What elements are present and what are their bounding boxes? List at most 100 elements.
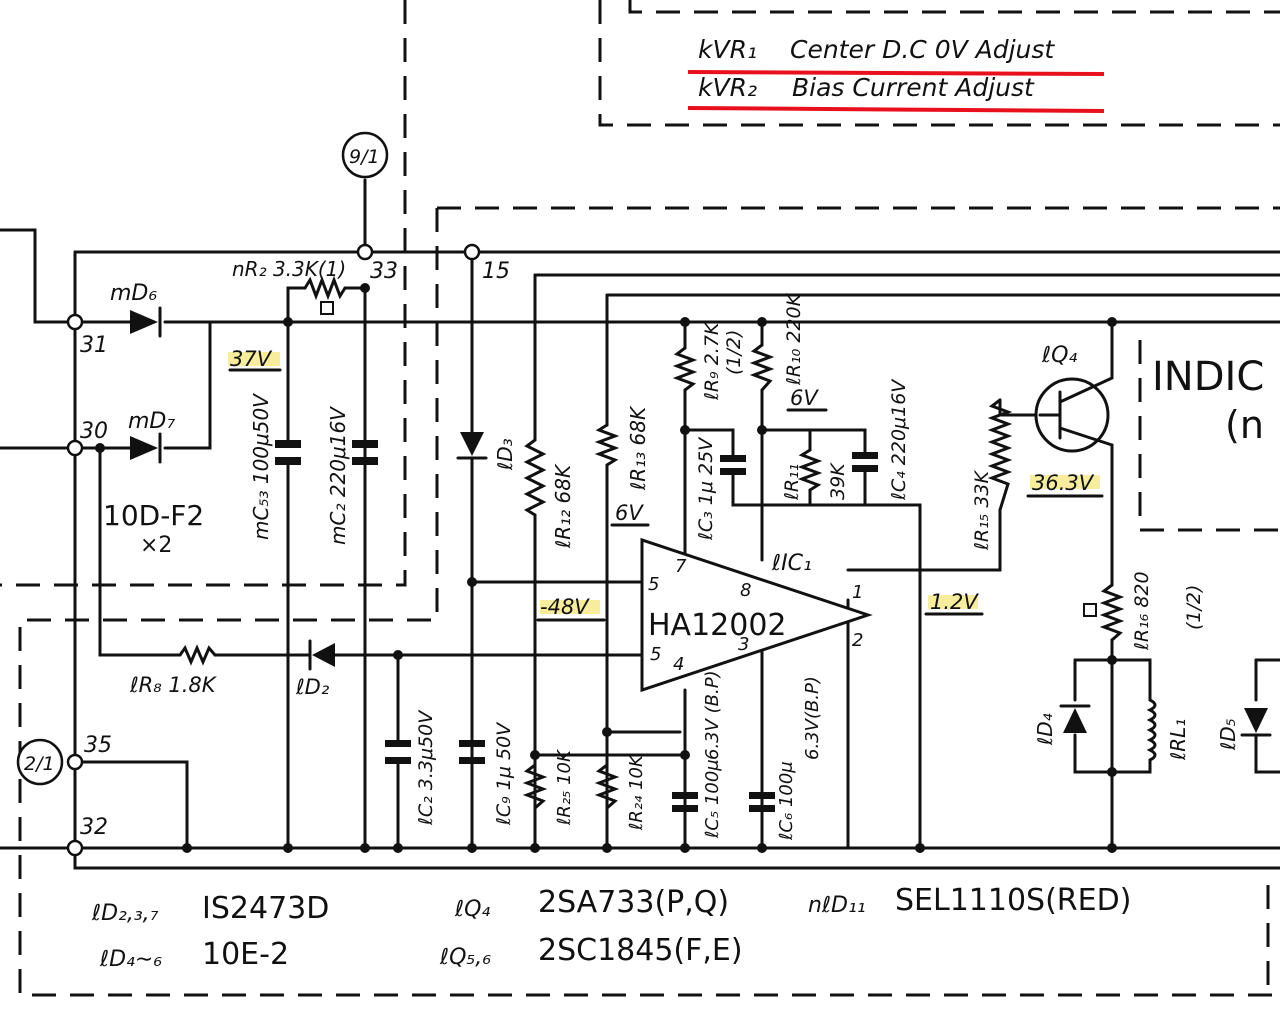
ic-pin-5a: 5 <box>648 574 659 595</box>
lr13-label: ℓR₁₃ 68K <box>626 405 650 491</box>
resistor-nr2 <box>303 275 347 301</box>
vm48-label: -48V <box>540 595 590 619</box>
ld2-label: ℓD₂ <box>295 675 330 699</box>
lc5-label: ℓC₅ 100μ <box>702 759 723 839</box>
parts-list: ℓD₂,₃,₇ IS2473D ℓD₄∼₆ 10E-2 ℓQ₄ 2SA733(P… <box>91 883 1131 972</box>
ic-pin-4: 4 <box>673 654 684 675</box>
lc6-rating: 6.3V(B.P) <box>802 676 823 760</box>
lc9-label: ℓC₉ 1μ 50V <box>493 721 515 826</box>
kvr2-ref: kVR₂ <box>698 73 757 102</box>
kvr1-ref: kVR₁ <box>698 35 757 64</box>
terminal-15 <box>463 243 481 261</box>
ic-name: HA12002 <box>648 608 787 643</box>
capacitor-lc6 <box>749 792 775 812</box>
indicator-title: INDIC <box>1152 354 1264 400</box>
parts-val-d237: IS2473D <box>202 891 329 926</box>
ic-pin-3: 3 <box>738 634 749 655</box>
indicator-sub: (n <box>1225 403 1264 447</box>
parts-ref-ld11: nℓD₁₁ <box>808 893 866 918</box>
ic-hA12002-symbol <box>640 537 873 693</box>
v6-top-label: 6V <box>790 386 819 410</box>
lc2-label: ℓC₂ 3.3μ50V <box>415 709 437 826</box>
ic-pin-8: 8 <box>740 580 751 601</box>
terminals: 31 30 33 15 35 32 9/1 2/1 <box>16 131 510 857</box>
diode-type-label: 10D-F2 <box>103 499 204 532</box>
mc53-label: mC₅₃ 100μ50V <box>249 393 273 540</box>
diode-ld2 <box>308 639 335 671</box>
v6-ic-label: 6V <box>615 501 644 525</box>
lc3-label: ℓC₃ 1μ 25V <box>695 436 717 541</box>
terminal-31 <box>66 313 84 331</box>
lc4-label: ℓC₄ 220μ16V <box>888 378 910 501</box>
parts-val-q4: 2SA733(P,Q) <box>538 885 729 920</box>
lr9-watt: (1/2) <box>723 330 745 375</box>
lr16-label: ℓR₁₆ 820 <box>1131 571 1153 651</box>
parts-val-ld11: SEL1110S(RED) <box>895 883 1131 918</box>
v363-tag <box>1030 475 1100 489</box>
v12-tag <box>928 595 978 609</box>
adjust-mark-nr2 <box>320 301 334 315</box>
ld5-label: ℓD₅ <box>1216 718 1240 751</box>
resistor-lr25 <box>522 763 548 810</box>
terminal-30-label: 30 <box>80 419 108 444</box>
capacitor-mc2 <box>352 440 378 465</box>
diode-ld5 <box>1240 708 1272 737</box>
lr9-label: ℓR₉ 2.7K <box>701 321 723 401</box>
nr2-label: nR₂ 3.3K(1) <box>232 257 346 281</box>
resistor-lr24 <box>594 763 620 810</box>
capacitor-lc3 <box>720 455 746 475</box>
terminal-35 <box>66 753 84 771</box>
resistor-lr10 <box>749 343 775 392</box>
ic-pin-5b: 5 <box>650 644 661 665</box>
terminal-32 <box>66 839 84 857</box>
lr11-value: 39K <box>827 462 849 500</box>
v12-label: 1.2V <box>930 590 979 614</box>
lr15-label: ℓR₁₅ 33K <box>971 470 993 552</box>
ic-pin-7: 7 <box>675 556 687 577</box>
v37-tag <box>228 352 280 366</box>
wiring <box>0 178 1280 870</box>
lc5-rating: 6.3V (B.P) <box>702 670 723 760</box>
junctions <box>95 283 1117 853</box>
parts-ref-q56: ℓQ₅,₆ <box>439 945 491 970</box>
lr25-label: ℓR₂₅ 10K <box>554 749 575 826</box>
parts-val-q56: 2SC1845(F,E) <box>538 933 743 968</box>
connector-2-1 <box>16 738 64 786</box>
lrl1-label: ℓRL₁ <box>1166 719 1190 761</box>
resistor-lr8 <box>178 644 217 666</box>
connector-2-1-label: 2/1 <box>24 753 55 775</box>
ic-ref: ℓIC₁ <box>771 551 812 576</box>
components: mD₆ mD₇ 10D-F2 ×2 nR₂ 3.3K(1) mC₅₃ 100μ5… <box>103 257 1272 841</box>
terminal-32-label: 32 <box>80 815 108 840</box>
kvr1-desc: Center D.C 0V Adjust <box>790 35 1055 64</box>
resistor-lr11 <box>797 448 823 492</box>
parts-ref-d46: ℓD₄∼₆ <box>99 947 162 972</box>
transistor-lq4 <box>1034 376 1114 453</box>
parts-ref-q4: ℓQ₄ <box>454 897 490 922</box>
diode-md7 <box>130 432 162 464</box>
lr16-watt: (1/2) <box>1183 585 1205 630</box>
terminal-15-label: 15 <box>482 259 510 284</box>
voltage-annotations: 37V 6V 6V -48V 36.3V 1.2V <box>228 347 1104 622</box>
capacitor-lc5 <box>672 792 698 812</box>
lr11-label: ℓR₁₁ <box>781 464 803 501</box>
capacitor-lc4 <box>852 452 878 472</box>
ic-pin-1: 1 <box>852 582 863 603</box>
diode-qty-label: ×2 <box>140 533 172 558</box>
lr12-label: ℓR₁₂ 68K <box>551 463 575 549</box>
lr24-label: ℓR₂₄ 10K <box>626 754 647 831</box>
vm48-tag <box>540 600 600 614</box>
terminal-31-label: 31 <box>80 333 108 358</box>
resistor-lr15 <box>987 398 1013 512</box>
capacitor-lc9 <box>459 740 485 764</box>
lq4-label: ℓQ₄ <box>1041 343 1077 368</box>
dashed-frames <box>0 0 1280 997</box>
resistor-lr9 <box>672 346 698 392</box>
lr8-label: ℓR₈ 1.8K <box>129 673 218 697</box>
connector-9-1 <box>341 131 389 179</box>
terminal-33 <box>356 243 374 261</box>
resistor-lr13 <box>594 423 620 467</box>
connector-9-1-label: 9/1 <box>349 146 380 168</box>
md7-label: mD₇ <box>128 409 175 434</box>
